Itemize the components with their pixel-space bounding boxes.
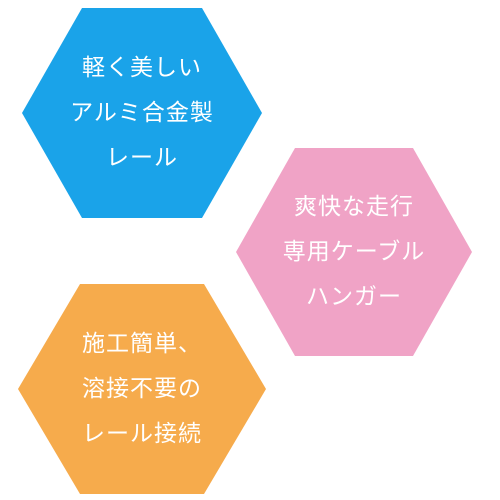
feature-hexagon-aluminum-rail: 軽く美しい アルミ合金製 レール (22, 8, 262, 218)
hexagon-line: レール接続 (82, 420, 202, 447)
hexagon-line: 溶接不要の (82, 375, 202, 402)
hexagon-line: 専用ケーブル (282, 238, 426, 265)
hexagon-text: 爽快な走行 専用ケーブル ハンガー (283, 185, 426, 320)
feature-hexagon-cable-hanger: 爽快な走行 専用ケーブル ハンガー (236, 148, 472, 356)
hexagon-line: レール (106, 144, 178, 171)
hexagon-line: 爽快な走行 (294, 193, 414, 220)
hexagon-line: ハンガー (306, 283, 402, 310)
hexagon-line: アルミ合金製 (70, 99, 214, 126)
hexagon-line: 軽く美しい (82, 54, 202, 81)
feature-hexagon-easy-install: 施工簡単、 溶接不要の レール接続 (18, 284, 266, 494)
hexagon-text: 軽く美しい アルミ合金製 レール (70, 46, 214, 181)
hexagon-text: 施工簡単、 溶接不要の レール接続 (82, 322, 202, 457)
hexagon-line: 施工簡単、 (82, 330, 202, 357)
